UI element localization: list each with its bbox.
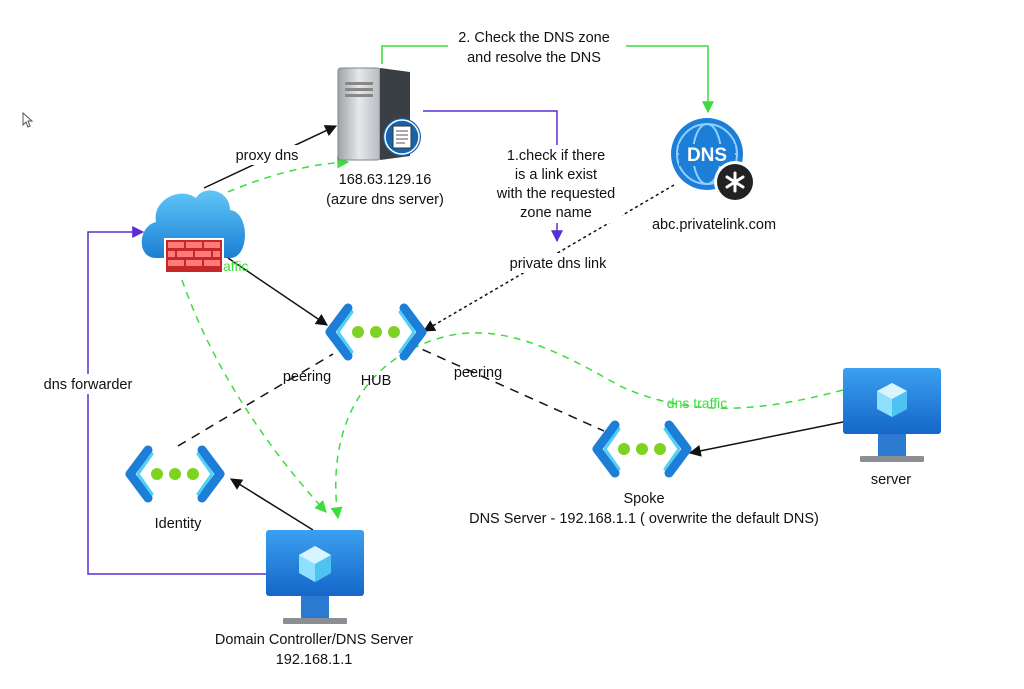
dns-forwarder-connector	[87, 226, 266, 575]
private-dns-link-label: private dns link	[510, 256, 607, 272]
proxy-dns-traffic-connector	[215, 156, 350, 198]
cloud-firewall-icon	[141, 190, 245, 274]
dns-traffic-connector	[330, 332, 844, 520]
server-vm-icon	[843, 368, 941, 462]
server-label: server	[871, 472, 911, 488]
firewall-to-dc-traffic-connector	[181, 279, 327, 513]
firewall-to-hub-connector	[227, 257, 328, 326]
azure-dns-ip-label: 168.63.129.16	[339, 172, 432, 188]
identity-vnet-icon	[125, 445, 225, 503]
check-zone-label-line1: 2. Check the DNS zone	[458, 30, 610, 46]
check-link-label-line3: with the requested	[496, 186, 616, 202]
spoke-label: Spoke	[623, 491, 664, 507]
dc-ip-label: 192.168.1.1	[276, 652, 353, 668]
hub-label: HUB	[361, 373, 392, 389]
dc-to-identity-connector	[229, 478, 314, 531]
peering-identity-connector	[177, 353, 334, 447]
spoke-vnet-icon	[592, 420, 692, 478]
dns-traffic-label: dns traffic	[667, 395, 727, 411]
dns-icon-label: DNS	[687, 145, 727, 166]
check-link-label-line4: zone name	[520, 205, 592, 221]
mouse-cursor-icon	[22, 111, 34, 128]
peering-spoke-connector	[407, 342, 605, 432]
dns-forwarder-label: dns forwarder	[44, 377, 133, 393]
firewall-traffic-fragment-label: affic	[223, 258, 248, 274]
azure-dns-name-label: (azure dns server)	[326, 192, 444, 208]
check-link-label-line1: 1.check if there	[507, 148, 605, 164]
server-to-spoke-connector	[688, 421, 844, 457]
proxy-dns-label: proxy dns	[236, 148, 299, 164]
spoke-dns-label: DNS Server - 192.168.1.1 ( overwrite the…	[469, 511, 819, 527]
check-link-label-line2: is a link exist	[515, 167, 597, 183]
server-tower-icon	[337, 67, 421, 161]
peering-left-label: peering	[283, 369, 331, 385]
domain-controller-vm-icon	[266, 530, 364, 624]
hub-vnet-icon	[325, 303, 427, 361]
peering-right-label: peering	[454, 365, 502, 381]
private-zone-label: abc.privatelink.com	[652, 217, 776, 233]
check-zone-label-line2: and resolve the DNS	[467, 50, 601, 66]
dns-globe-icon: DNS	[671, 118, 756, 203]
dc-name-label: Domain Controller/DNS Server	[215, 632, 413, 648]
identity-label: Identity	[155, 516, 202, 532]
